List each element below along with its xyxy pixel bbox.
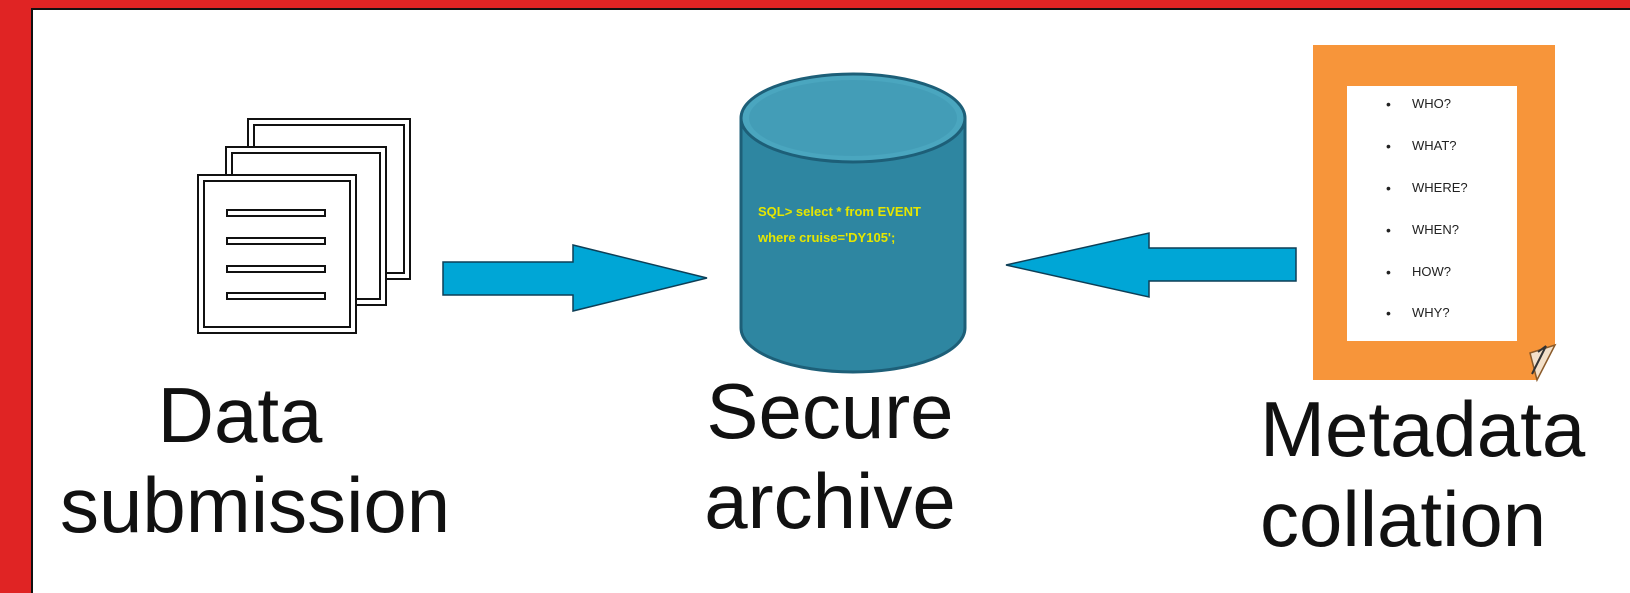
question-where: WHERE?	[1386, 180, 1467, 196]
database-cylinder-icon	[739, 72, 967, 374]
caption-line: Data	[157, 371, 323, 459]
question-why: WHY?	[1386, 305, 1449, 321]
arrow-right-icon	[442, 244, 708, 312]
question-how: HOW?	[1386, 264, 1451, 280]
arrow-left-icon	[1005, 232, 1297, 298]
caption-line: Secure	[706, 367, 954, 455]
caption-line: Metadata	[1260, 385, 1586, 473]
question-what: WHAT?	[1386, 138, 1456, 154]
caption-line: submission	[60, 461, 451, 549]
question-when: WHEN?	[1386, 222, 1459, 238]
metadata-sheet-icon	[1313, 45, 1557, 383]
metadata-collation-caption: Metadata collation	[1260, 384, 1585, 564]
sql-line: where cruise='DY105';	[758, 230, 896, 245]
data-submission-caption: Data submission	[60, 370, 451, 550]
caption-line: archive	[704, 457, 956, 545]
sql-query-text: SQL> select * from EVENT where cruise='D…	[758, 199, 921, 251]
question-who: WHO?	[1386, 96, 1451, 112]
stacked-documents-icon	[197, 118, 411, 334]
caption-line: collation	[1260, 475, 1547, 563]
secure-archive-caption: Secure archive	[680, 366, 980, 546]
sql-line: SQL> select * from EVENT	[758, 204, 921, 219]
